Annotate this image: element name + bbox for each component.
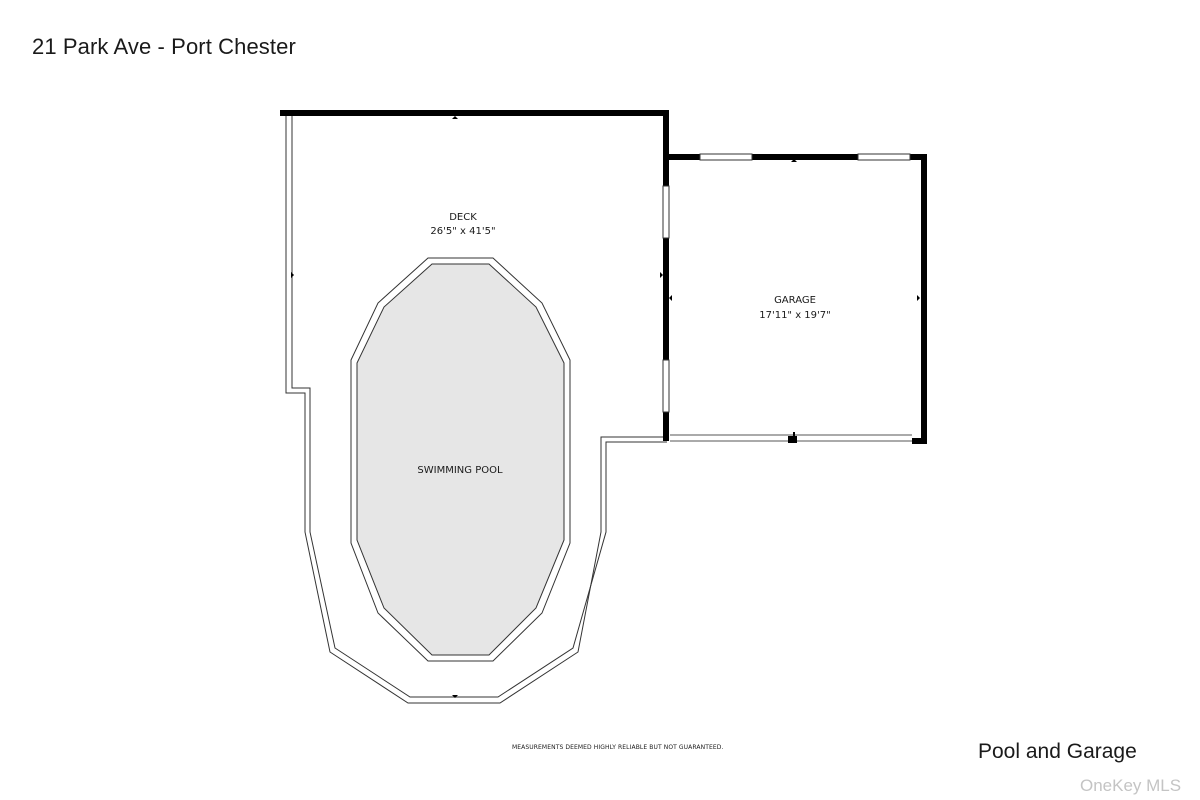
deck-outline bbox=[285, 114, 667, 704]
wall-markers bbox=[291, 116, 920, 698]
deck-label: DECK bbox=[449, 212, 477, 223]
swimming-pool bbox=[350, 257, 571, 662]
pool-label: SWIMMING POOL bbox=[417, 465, 503, 476]
mls-watermark: OneKey MLS bbox=[1080, 776, 1182, 795]
listing-address: 21 Park Ave - Port Chester bbox=[32, 34, 296, 59]
thick-walls bbox=[280, 110, 927, 444]
garage-dimensions: 17'11" x 19'7" bbox=[759, 310, 831, 321]
garage-door bbox=[670, 432, 912, 443]
windows bbox=[662, 153, 911, 413]
measurement-disclaimer: MEASUREMENTS DEEMED HIGHLY RELIABLE BUT … bbox=[512, 744, 724, 751]
floor-name: Pool and Garage bbox=[978, 740, 1137, 763]
garage-label: GARAGE bbox=[774, 295, 816, 306]
deck-dimensions: 26'5" x 41'5" bbox=[430, 226, 495, 237]
